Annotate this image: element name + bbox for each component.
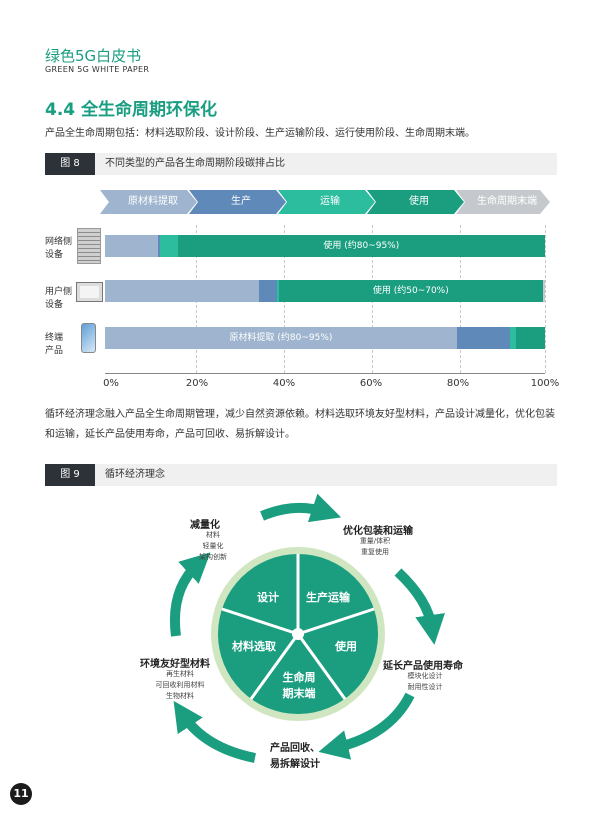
tick-label: 40% [272, 378, 296, 389]
bar-segment [278, 280, 543, 302]
figure-8-caption: 不同类型的产品各生命周期阶段碳排占比 [105, 158, 285, 169]
label-recycling-disassembly: 产品回收、易拆解设计 [270, 743, 320, 770]
label-extend-life-items: 模块化设计耐用性设计 [407, 672, 443, 691]
bar-segment [177, 235, 545, 257]
tick-label: 80% [446, 378, 470, 389]
label-extend-life: 延长产品使用寿命 [383, 661, 463, 672]
segment-use: 使用 [335, 640, 357, 653]
figure-9-caption: 循环经济理念 [105, 469, 165, 480]
bar-terminal-product: 原材料提取 (约80~95%) [105, 327, 545, 349]
stage-label-end-of-life: 生命周期末端 [477, 196, 537, 207]
header-title: 绿色5G白皮书 [45, 47, 142, 65]
figure-9-caption-bar: 图 9 循环经济理念 [45, 464, 557, 486]
section-title: 4.4 全生命周期环保化 [45, 100, 218, 120]
label-packaging-transport: 优化包装和运输 [343, 526, 413, 537]
phone-icon [81, 323, 96, 353]
bar-segment [157, 235, 160, 257]
label-packaging-items: 重量/体积重复使用 [359, 537, 391, 556]
tick-label: 20% [185, 378, 209, 389]
row-label-terminal-product: 终端产品 [45, 333, 64, 356]
tick-label: 0% [103, 378, 119, 389]
cycle-arrow-left [169, 552, 211, 637]
lifecycle-stage-arrows [100, 190, 550, 214]
paragraph-line-2: 和运输，延长产品使用寿命，产品可回收、易拆解设计。 [45, 429, 295, 440]
label-eco-materials-items: 再生材料可回收利用材料生物材料 [155, 670, 205, 700]
x-axis [105, 373, 545, 374]
segment-end-of-life: 生命周期末端 [282, 671, 316, 700]
bar-segment [105, 327, 457, 349]
bar-segment [105, 235, 158, 257]
stage-arrow-raw-material [100, 190, 197, 214]
row-label-user-device: 用户侧设备 [45, 287, 73, 310]
stage-label-use: 使用 [409, 196, 429, 207]
figure-8-tag: 图 8 [45, 153, 95, 175]
bar-segment [516, 327, 545, 349]
bar-user-device: 使用 (约50~70%) [105, 280, 545, 302]
bar-segment [509, 327, 517, 349]
cycle-arrow-bottom-left [173, 700, 257, 763]
page-number: 11 [10, 783, 32, 805]
stage-label-transport: 运输 [320, 196, 340, 207]
label-reduction: 减量化 [190, 520, 220, 531]
stage-arrow-production [189, 190, 286, 214]
segment-material-selection: 材料选取 [232, 640, 276, 653]
cycle-arrow-right [394, 568, 446, 645]
segment-design: 设计 [257, 591, 279, 604]
gridline-100 [545, 225, 546, 373]
bar-segment [259, 280, 277, 302]
bar-network-device: 使用 (约80~95%) [105, 235, 545, 257]
section-intro: 产品全生命周期包括：材料选取阶段、设计阶段、生产运输阶段、运行使用阶段、生命周期… [45, 128, 475, 139]
bar-data-label: 原材料提取 (约80~95%) [229, 333, 333, 343]
stage-label-raw-material: 原材料提取 [128, 196, 178, 207]
cycle-arrow-bottom-right [318, 692, 415, 760]
circular-economy-diagram [169, 493, 446, 763]
tick-label: 100% [530, 378, 560, 389]
bar-segment [542, 280, 545, 302]
bar-data-label: 使用 (约50~70%) [372, 286, 449, 296]
bar-segment [457, 327, 510, 349]
segment-production-transport: 生产运输 [306, 591, 350, 604]
bar-segment [105, 280, 259, 302]
paragraph-line-1: 循环经济理念融入产品全生命周期管理，减少自然资源依赖。材料选取环境友好型材料，产… [45, 409, 555, 420]
label-eco-materials: 环境友好型材料 [140, 659, 210, 670]
network-device-icon [77, 228, 101, 264]
cycle-arrow-top [260, 493, 342, 523]
stage-arrow-transport [278, 190, 375, 214]
figure-8-caption-bar: 图 8 不同类型的产品各生命周期阶段碳排占比 [45, 153, 557, 175]
stage-label-production: 生产 [231, 196, 251, 207]
row-label-network-device: 网络侧设备 [45, 237, 73, 260]
header-subtitle: GREEN 5G WHITE PAPER [45, 65, 150, 74]
bar-segment [160, 235, 178, 257]
figure-9-tag: 图 9 [45, 464, 95, 486]
user-device-icon [76, 282, 103, 302]
label-reduction-items: 材料轻量化架构创新 [199, 531, 227, 561]
tick-label: 60% [359, 378, 383, 389]
stage-arrow-use [367, 190, 464, 214]
bar-segment [276, 280, 279, 302]
bar-data-label: 使用 (约80~95%) [323, 241, 400, 251]
stage-arrow-end-of-life [456, 190, 550, 214]
